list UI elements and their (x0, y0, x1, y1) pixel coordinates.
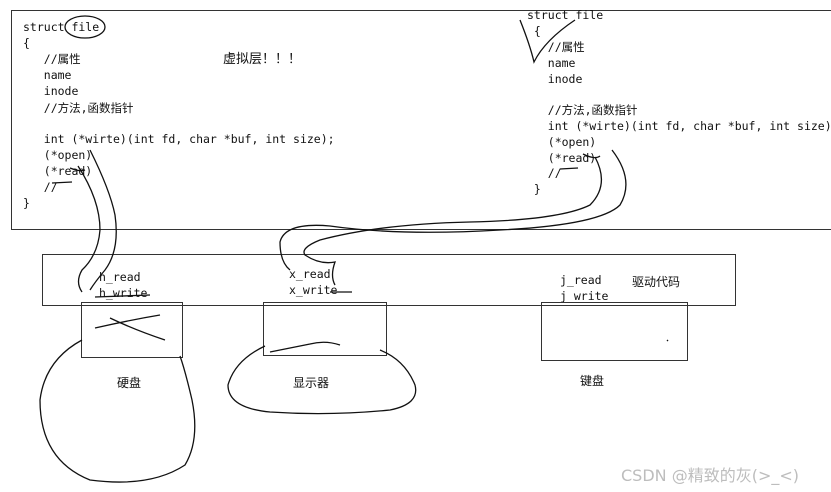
right-code-line-3: name (527, 56, 576, 70)
keyboard-label: 键盘 (580, 374, 605, 388)
right-code-line-10: // (527, 166, 562, 180)
left-code-line-8: (*open) (23, 148, 93, 162)
display-write-label: x_write (289, 283, 338, 297)
left-code-line-3: name (23, 68, 72, 82)
display-label: 显示器 (293, 376, 330, 390)
display-box (263, 302, 387, 356)
right-code-line-0: struct file (527, 8, 604, 22)
keyboard-box (541, 302, 688, 361)
csdn-watermark: CSDN @精致的灰(>_<) (621, 466, 800, 485)
left-code-line-2: //属性 (23, 52, 81, 66)
right-code-line-4: inode (527, 72, 583, 86)
right-code-line-6: //方法,函数指针 (527, 103, 638, 117)
right-code-line-2: //属性 (527, 40, 585, 54)
left-code-line-7: int (*wirte)(int fd, char *buf, int size… (23, 132, 335, 146)
keyboard-read-label: j_read (560, 273, 602, 287)
left-code-line-9: (*read) (23, 164, 93, 178)
keyboard-write-label: j_write (560, 289, 609, 303)
disk-read-label: h_read (99, 270, 141, 284)
disk-label: 硬盘 (117, 376, 142, 390)
disk-box (81, 302, 183, 358)
driver-code-label: 驱动代码 (632, 275, 681, 289)
right-code-line-9: (*read) (527, 151, 597, 165)
right-code-line-11: } (527, 182, 541, 196)
display-read-label: x_read (289, 267, 331, 281)
left-code-line-0: struct file (23, 20, 100, 34)
left-code-line-1: { (23, 36, 30, 50)
left-code-line-4: inode (23, 84, 79, 98)
disk-write-label: h_write (99, 286, 148, 300)
right-code-line-7: int (*wirte)(int fd, char *buf, int size… (527, 119, 831, 133)
disk-loop (39, 339, 196, 483)
left-code-line-6: //方法,函数指针 (23, 101, 134, 115)
right-code-line-8: (*open) (527, 135, 597, 149)
right-code-line-1: { (527, 24, 541, 38)
virtual-layer-annotation: 虚拟层！！！ (223, 52, 302, 67)
left-code-line-11: } (23, 196, 30, 210)
left-code-line-10: // (23, 180, 58, 194)
